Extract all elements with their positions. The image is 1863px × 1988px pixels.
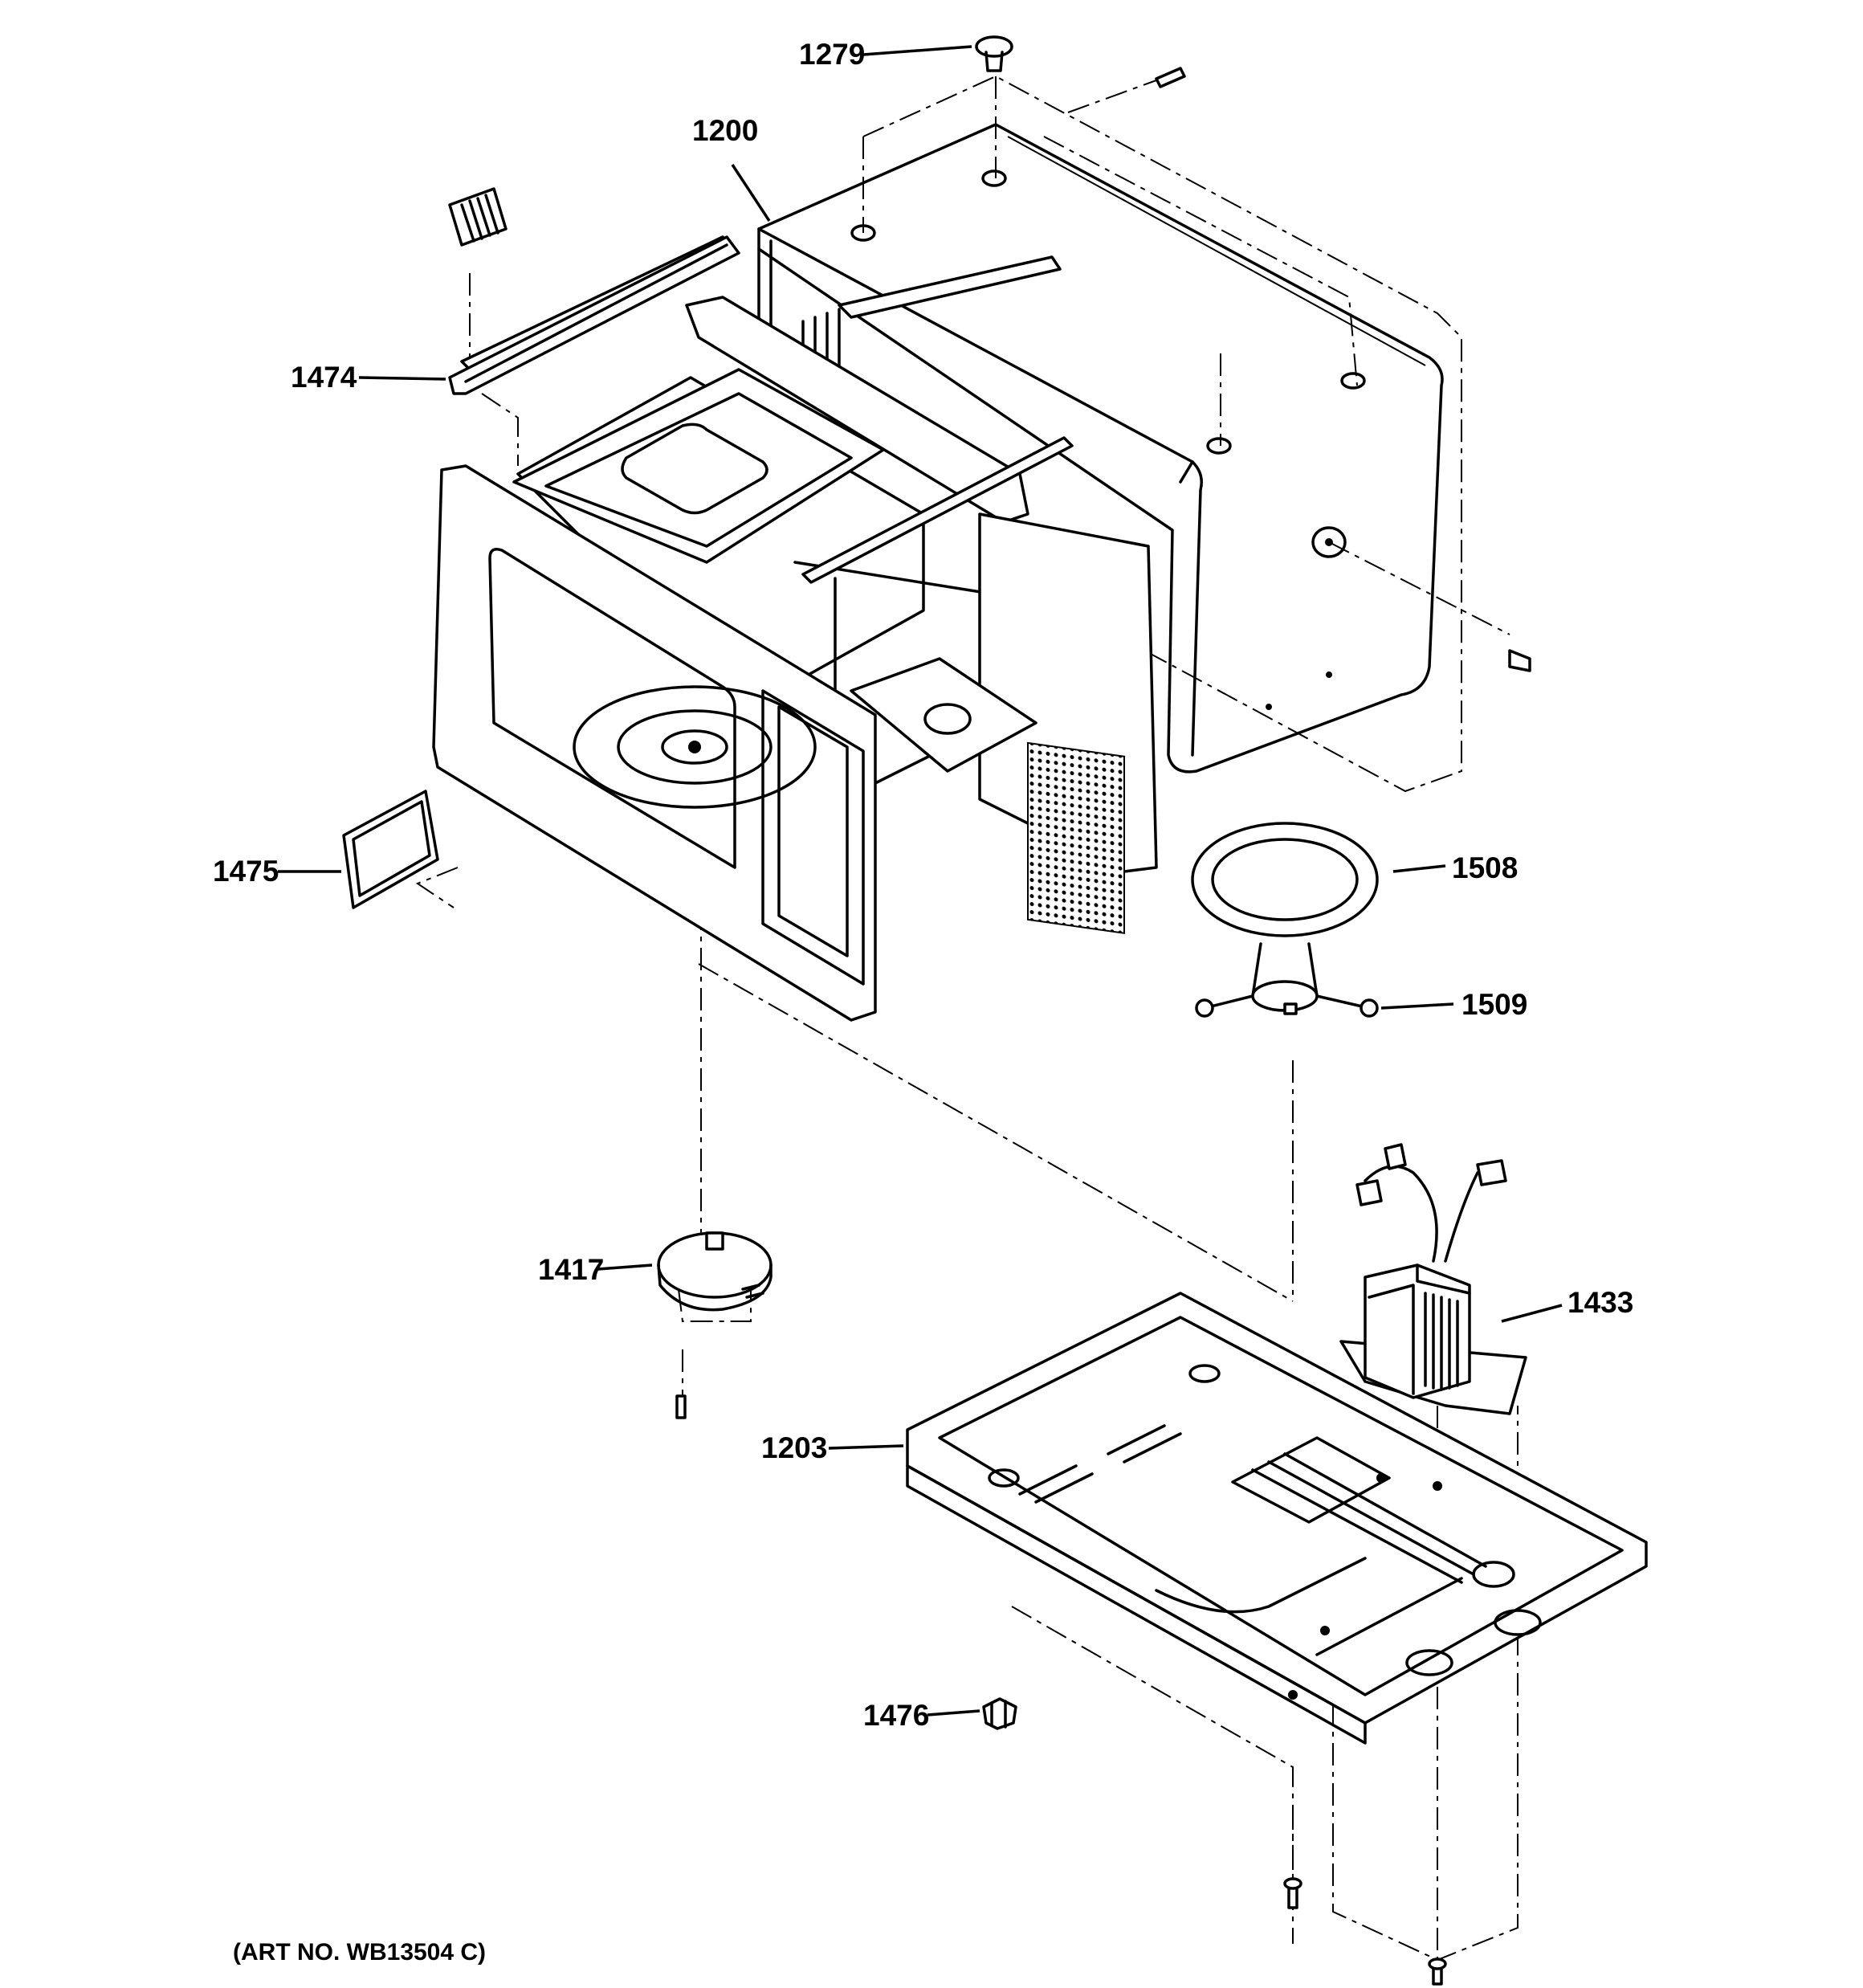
part-1508-turntable-ring	[1191, 822, 1379, 937]
part-label-1417: 1417	[538, 1253, 604, 1286]
art-number-caption: (ART NO. WB13504 C)	[233, 1939, 486, 1966]
part-label-1474: 1474	[291, 361, 357, 394]
part-label-1433: 1433	[1567, 1286, 1633, 1319]
part-1433-transformer	[1339, 1143, 1527, 1415]
part-label-1475: 1475	[213, 855, 279, 888]
part-label-1508: 1508	[1452, 851, 1518, 884]
part-1203-base-plate	[906, 1292, 1648, 1745]
part-1279-plug	[975, 35, 1013, 72]
part-label-1509: 1509	[1461, 988, 1527, 1021]
part-labels: 1279 1200 1474 1475 1508 1509 1417 1433 …	[213, 38, 1633, 1966]
part-1509-roller-support	[1195, 942, 1379, 1018]
part-label-1279: 1279	[799, 38, 865, 71]
oven-cavity	[432, 296, 1158, 1022]
part-1474-bracket	[448, 187, 740, 395]
bottom-screws	[1283, 1877, 1447, 1986]
part-1475-cover	[342, 790, 439, 909]
part-1417-turntable-motor	[657, 1231, 773, 1419]
part-1476-foot	[982, 1697, 1017, 1730]
part-label-1200: 1200	[692, 114, 758, 147]
part-label-1203: 1203	[761, 1431, 827, 1464]
leader-lines	[278, 45, 1563, 1717]
part-label-1476: 1476	[863, 1699, 929, 1732]
case-screws	[1155, 67, 1531, 672]
